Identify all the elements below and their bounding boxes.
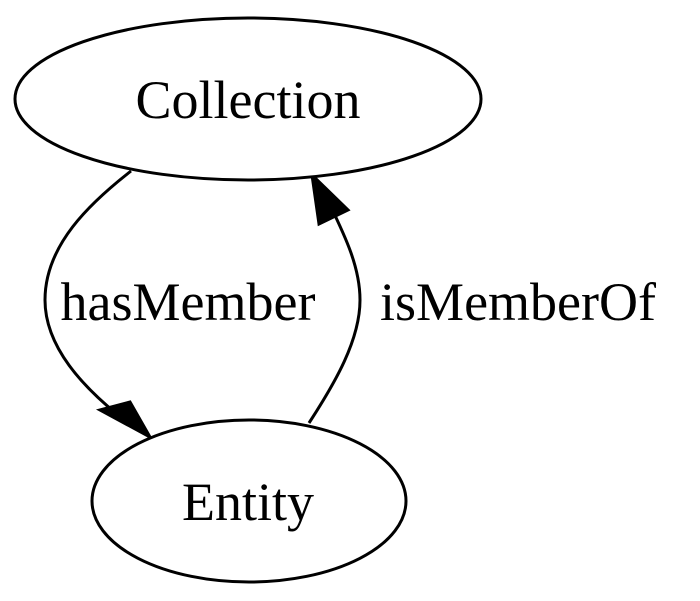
edge-is-member-of-line	[307, 204, 362, 424]
edge-has-member-arrowhead	[95, 400, 154, 441]
node-collection-label: Collection	[136, 70, 361, 130]
node-entity-label: Entity	[182, 472, 314, 532]
node-collection-shape	[13, 16, 483, 182]
edge-has-member-line	[43, 169, 132, 417]
edge-has-member: hasMember	[43, 169, 316, 441]
node-entity[interactable]: Entity	[90, 418, 408, 584]
edge-is-member-of: isMemberOf	[307, 170, 656, 424]
edge-is-member-of-label: isMemberOf	[380, 272, 656, 332]
edge-is-member-of-arrowhead	[309, 170, 351, 227]
edge-has-member-label: hasMember	[61, 272, 316, 332]
node-entity-shape	[90, 418, 408, 584]
node-collection[interactable]: Collection	[13, 16, 483, 182]
